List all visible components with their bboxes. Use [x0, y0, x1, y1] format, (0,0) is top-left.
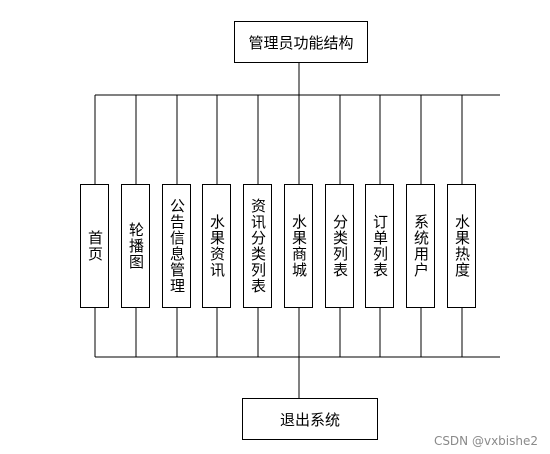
module-label: 水果热度 [453, 214, 471, 278]
watermark: CSDN @vxbishe2 [433, 434, 538, 448]
module-node: 水果商城 [284, 184, 313, 308]
root-label: 管理员功能结构 [248, 33, 354, 52]
module-label: 订单列表 [371, 214, 389, 278]
module-label: 水果资讯 [208, 214, 226, 278]
module-label: 轮播图 [127, 222, 145, 270]
module-node: 分类列表 [325, 184, 354, 308]
module-label: 资讯分类列表 [249, 198, 267, 294]
root-node: 管理员功能结构 [234, 21, 368, 63]
module-node: 轮播图 [121, 184, 150, 308]
exit-node: 退出系统 [242, 398, 378, 440]
module-label: 公告信息管理 [168, 198, 186, 294]
module-label: 水果商城 [290, 214, 308, 278]
exit-label: 退出系统 [279, 410, 340, 429]
module-node: 订单列表 [365, 184, 394, 308]
module-node: 资讯分类列表 [243, 184, 272, 308]
module-label: 首页 [86, 230, 104, 262]
module-node: 首页 [80, 184, 109, 308]
module-node: 水果热度 [447, 184, 476, 308]
module-node: 系统用户 [406, 184, 435, 308]
module-label: 分类列表 [331, 214, 349, 278]
module-node: 水果资讯 [202, 184, 231, 308]
module-label: 系统用户 [412, 214, 430, 278]
module-node: 公告信息管理 [162, 184, 191, 308]
